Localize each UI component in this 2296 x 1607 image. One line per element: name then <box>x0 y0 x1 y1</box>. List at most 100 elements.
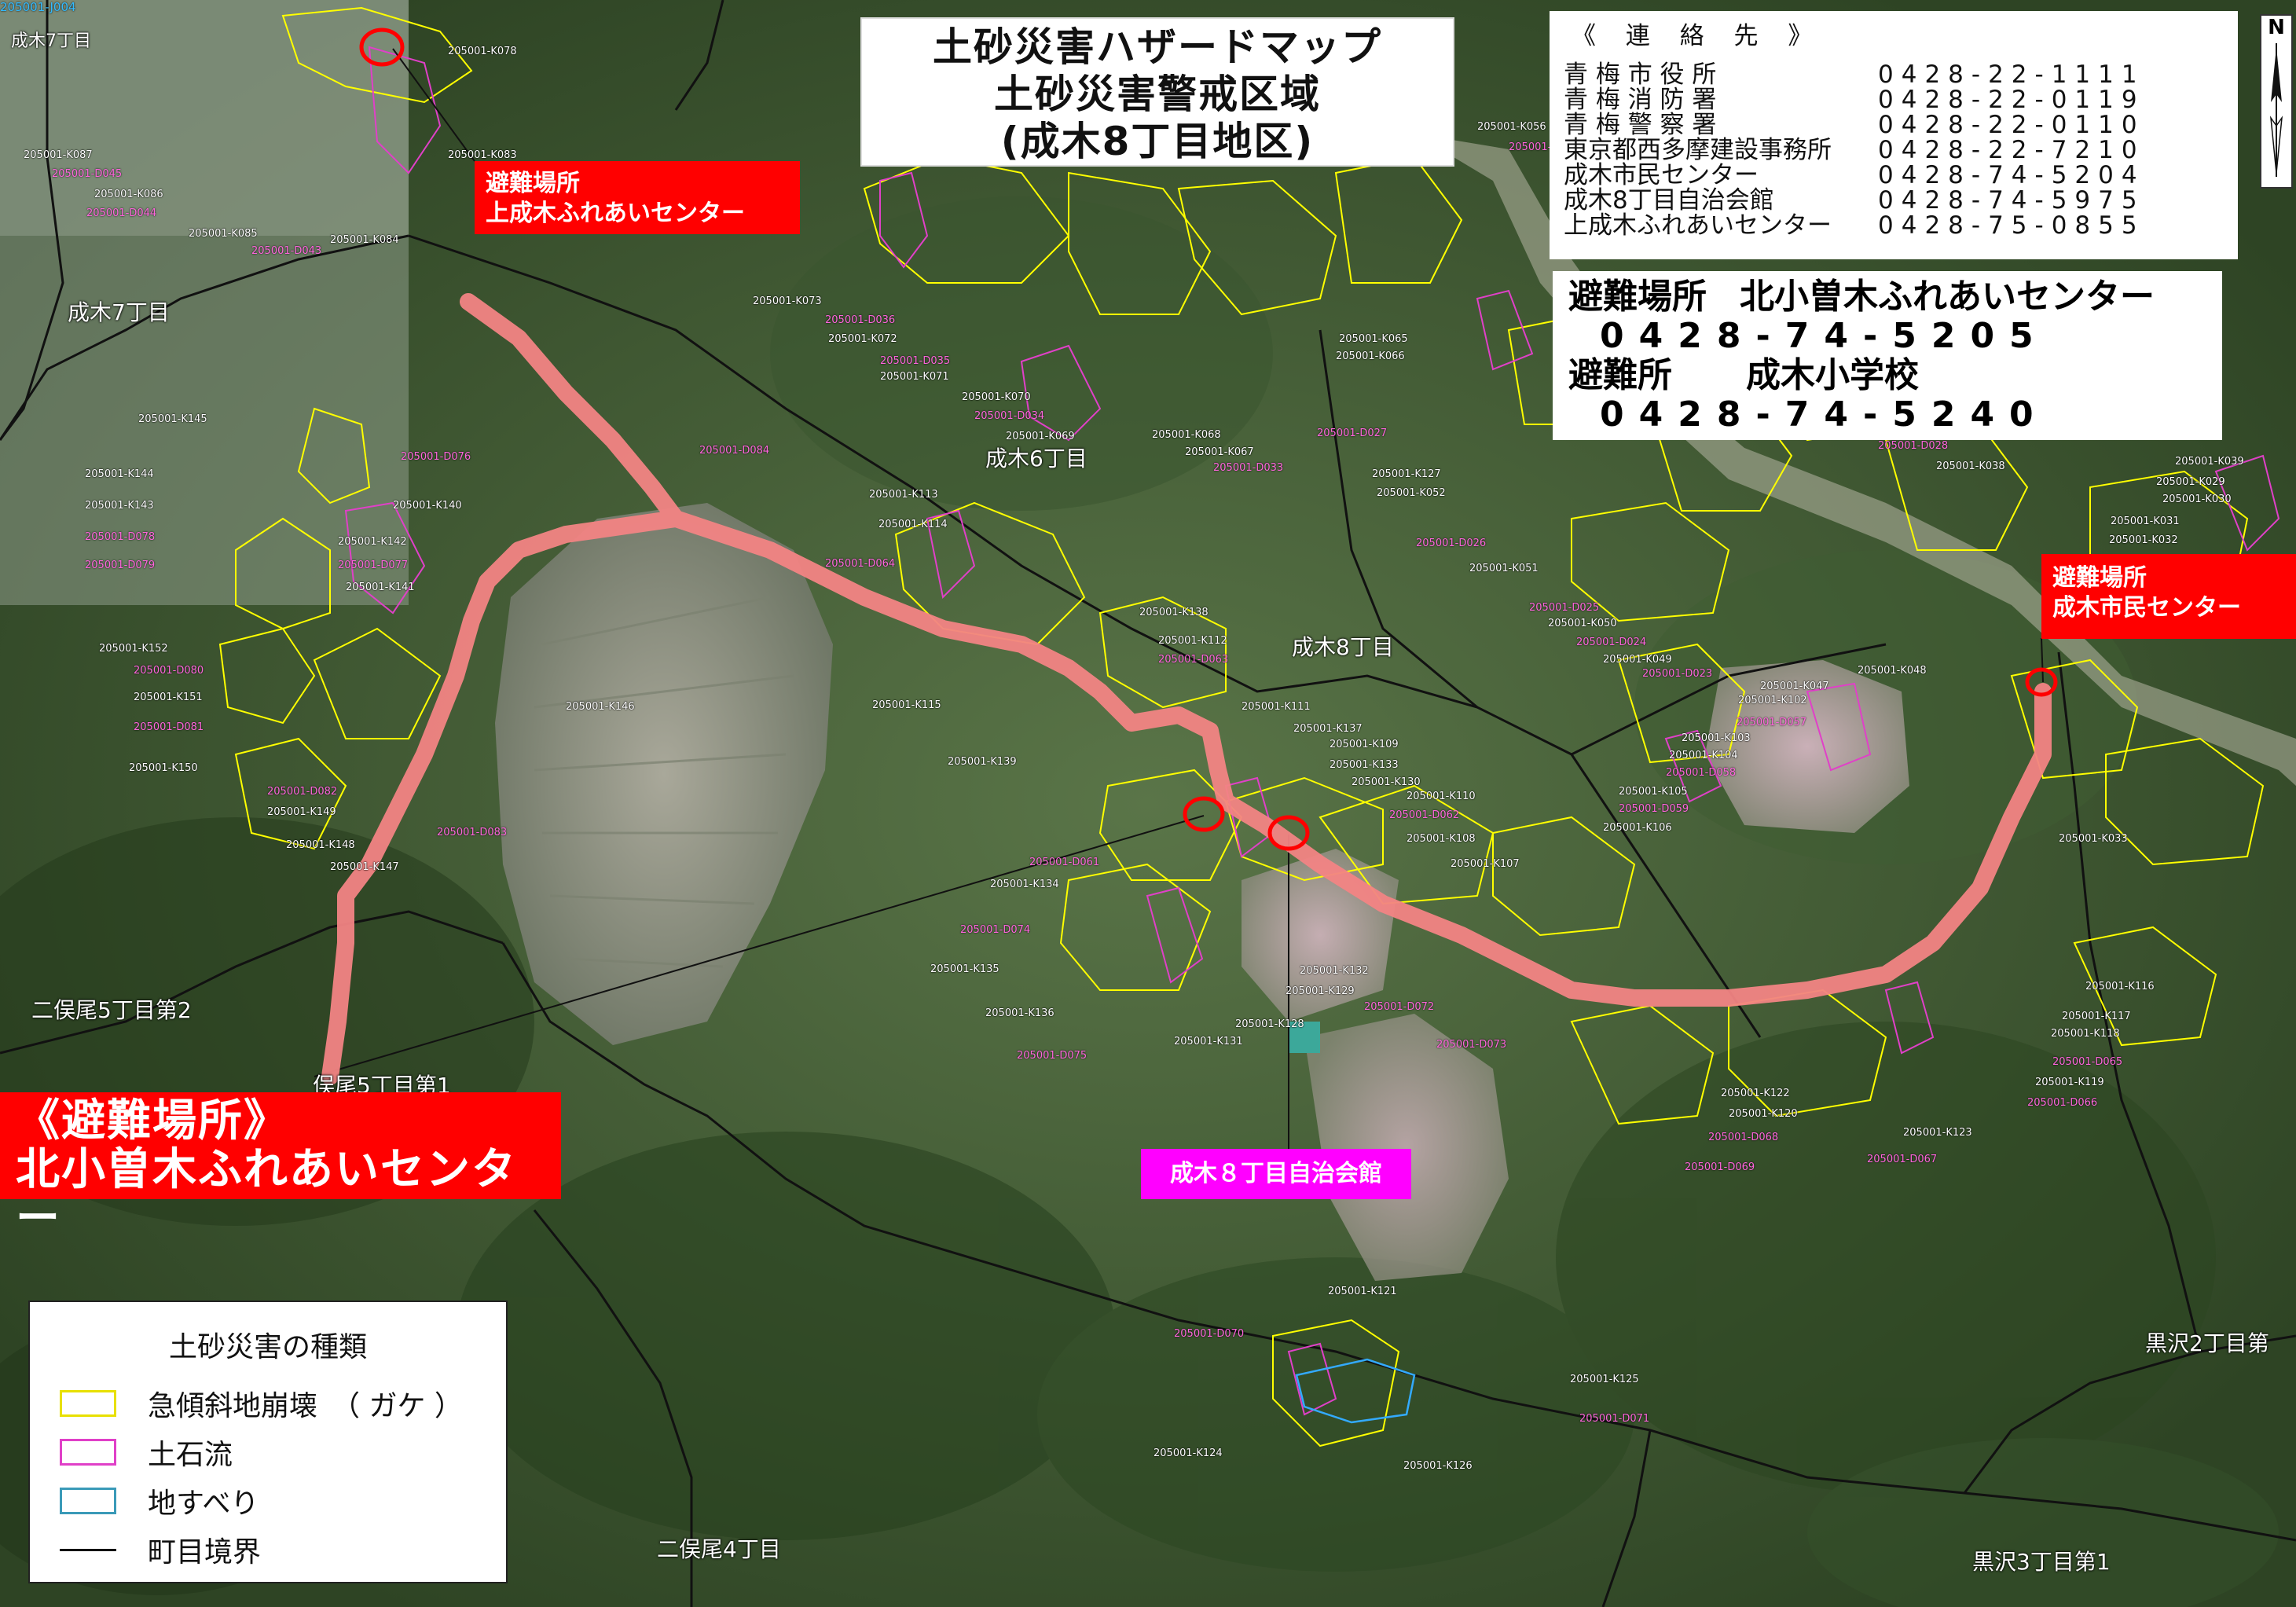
zone-code: 205001-K126 <box>1403 1460 1473 1472</box>
legend-swatch-blue <box>60 1488 116 1514</box>
zone-code: 205001-K050 <box>1548 618 1617 629</box>
zone-code: 205001-K109 <box>1330 739 1399 750</box>
zone-code: 205001-K139 <box>948 756 1017 768</box>
zone-code: 205001-D045 <box>52 168 123 180</box>
zone-code: 205001-D068 <box>1708 1132 1779 1143</box>
zone-code: 205001-D064 <box>825 558 896 570</box>
zone-code: 205001-K144 <box>85 468 154 480</box>
zone-code: 205001-D074 <box>960 924 1031 936</box>
zone-code: 205001-K087 <box>24 149 93 161</box>
zone-code: 205001-D033 <box>1213 462 1284 474</box>
marker-nariki-school <box>1183 796 1225 832</box>
legend-item: 急傾斜地崩壊 （ ガケ ） <box>30 1379 506 1428</box>
zone-code: 205001-K128 <box>1235 1018 1304 1030</box>
legend-swatch-yellow <box>60 1390 116 1417</box>
zone-code: 205001-K149 <box>267 806 336 818</box>
zone-code: 205001-K056 <box>1477 121 1546 133</box>
zone-code: 205001-D083 <box>437 827 508 838</box>
zone-code: 205001-K107 <box>1451 858 1520 870</box>
map-title: 土砂災害ハザードマップ 土砂災害警戒区域 (成木8丁目地区) <box>860 17 1454 167</box>
zone-code: 205001-D034 <box>974 410 1045 422</box>
shelter-phone: 0428-74-5240 <box>1600 394 2048 435</box>
zone-code: 205001-D065 <box>2052 1056 2123 1068</box>
zone-code: 205001-K120 <box>1729 1108 1798 1120</box>
zone-code: 205001-K112 <box>1158 635 1227 647</box>
zone-code: 205001-K119 <box>2035 1077 2104 1088</box>
zone-code: 205001-D035 <box>880 355 951 367</box>
shelter-info-box: 避難場所北小曽木ふれあいセンター 0428-74-5205 避難所成木小学校 0… <box>1553 271 2222 440</box>
zone-code: 205001-D082 <box>267 786 338 798</box>
shelter-label-kaminariki[interactable]: 避難場所 上成木ふれあいセンター <box>475 161 800 234</box>
zone-code: 205001-D077 <box>338 560 409 571</box>
zone-code: 205001-K048 <box>1858 665 1927 677</box>
zone-code: 205001-K110 <box>1407 791 1476 802</box>
zone-code: 205001-K136 <box>985 1007 1054 1019</box>
zone-code: 205001-D025 <box>1529 602 1600 614</box>
zone-code: 205001-K117 <box>2062 1011 2131 1022</box>
north-arrow-icon <box>2269 43 2283 177</box>
zone-code: 205001-K150 <box>129 762 198 774</box>
zone-code: 205001-K143 <box>85 500 154 512</box>
evacuation-route <box>321 293 2052 1085</box>
marker-community-hall <box>1267 815 1310 851</box>
zone-code: 205001-K070 <box>962 391 1031 403</box>
zone-code: 205001-K114 <box>878 519 948 530</box>
zone-code: 205001-K130 <box>1352 776 1421 788</box>
zone-code: 205001-K148 <box>286 839 355 851</box>
zone-code: 205001-K135 <box>930 963 999 975</box>
zone-code: 205001-K106 <box>1603 822 1672 834</box>
zone-code: 205001-D026 <box>1416 538 1487 549</box>
zone-code: 205001-K039 <box>2175 456 2244 468</box>
zone-code: 205001-D076 <box>401 451 471 463</box>
north-arrow: N <box>2260 14 2293 189</box>
shelter-label-kitaogi[interactable]: 《避難場所》 北小曽木ふれあいセンター <box>0 1092 561 1243</box>
zone-code: 205001-K123 <box>1903 1127 1972 1139</box>
zone-code: 205001-K065 <box>1339 333 1408 345</box>
zone-code: 205001-D069 <box>1685 1161 1755 1173</box>
zone-code: 205001-D072 <box>1364 1001 1435 1013</box>
legend-item: 土石流 <box>30 1428 506 1477</box>
zone-code: 205001-D043 <box>251 245 322 257</box>
area-label: 黒沢2丁目第 <box>2145 1330 2269 1356</box>
zone-code: 205001-K152 <box>99 643 168 655</box>
marker-nariki-center <box>2025 667 2058 697</box>
zone-code: 205001-K052 <box>1377 487 1446 499</box>
area-label: 成木8丁目 <box>1292 634 1394 660</box>
area-label: 成木6丁目 <box>985 446 1087 471</box>
shelter-label-nariki-center[interactable]: 避難場所 成木市民センター <box>2041 554 2296 639</box>
zone-code: 205001-D070 <box>1174 1328 1245 1340</box>
zone-code: 205001-D078 <box>85 531 156 543</box>
zone-code: 205001-K122 <box>1721 1088 1790 1099</box>
zone-code: 205001-K073 <box>753 295 822 307</box>
zone-code: 205001-D059 <box>1619 803 1689 815</box>
zone-code: 205001-K049 <box>1603 654 1672 666</box>
zone-code: 205001-K147 <box>330 861 399 873</box>
zone-code: 205001-K145 <box>138 413 207 425</box>
zone-code: 205001-K030 <box>2162 493 2232 505</box>
valley-village-strip <box>1414 134 2296 786</box>
community-hall-label[interactable]: 成木８丁目自治会館 <box>1141 1149 1411 1199</box>
zone-code: 205001-D061 <box>1029 857 1100 868</box>
shelter-markers <box>359 28 2058 851</box>
zone-code: 205001-K032 <box>2109 534 2178 546</box>
zone-code: 205001-K108 <box>1407 833 1476 845</box>
zone-code: 205001-K111 <box>1242 701 1311 713</box>
zone-code: 205001-D023 <box>1642 668 1713 680</box>
area-label: 黒沢3丁目第1 <box>1972 1549 2111 1575</box>
zone-code: 205001-D071 <box>1579 1413 1650 1425</box>
leader-lines <box>314 48 2044 1149</box>
zone-code: 205001-D084 <box>699 445 770 457</box>
zone-code: 205001-D044 <box>86 207 157 219</box>
zone-code: 205001-K086 <box>94 189 163 200</box>
shelter-name: 成木小学校 <box>1746 355 1919 395</box>
aerial-tile-overlay <box>0 0 409 605</box>
zone-code: 205001-D027 <box>1317 427 1388 439</box>
zone-code: 205001-K047 <box>1760 681 1829 692</box>
